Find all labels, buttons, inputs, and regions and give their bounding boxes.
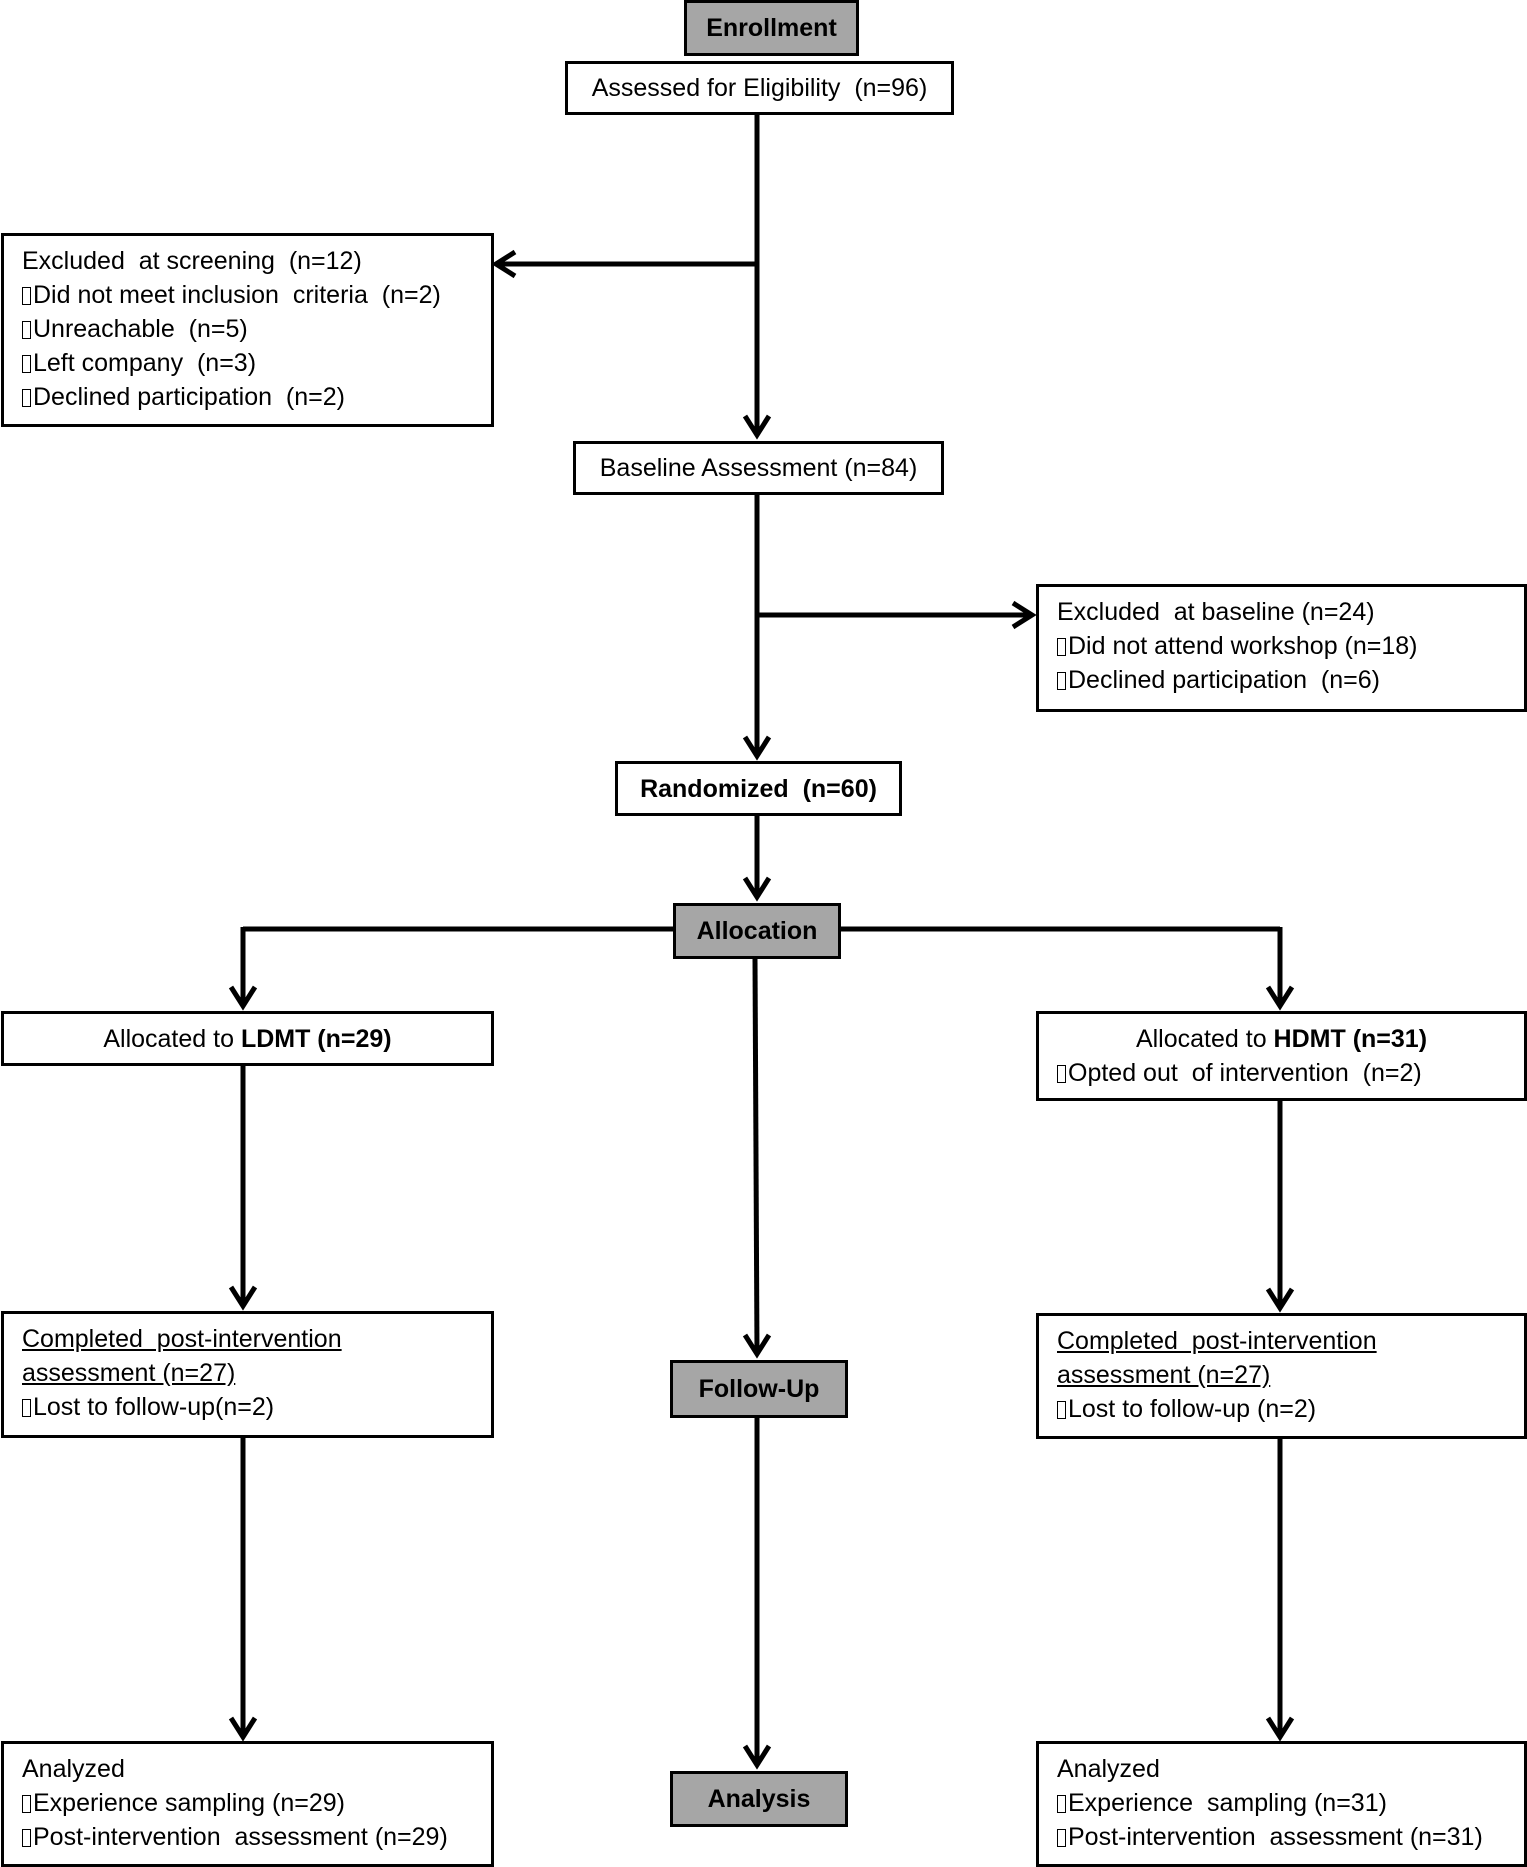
ldmt-allocation-box: Allocated to LDMT (n=29) — [1, 1011, 494, 1066]
ldmt-analyzed-box: Analyzed Experience sampling (n=29) Post… — [1, 1741, 494, 1867]
bullet-icon — [22, 321, 31, 339]
stage-follow-up: Follow-Up — [670, 1360, 848, 1418]
bullet-icon — [1057, 1795, 1066, 1813]
baseline-box: Baseline Assessment (n=84) — [573, 441, 944, 495]
stage-enrollment-label: Enrollment — [706, 14, 837, 42]
ldmt-analyzed-title: Analyzed — [22, 1755, 125, 1783]
bullet-icon — [22, 1795, 31, 1813]
arrowhead-excluded-baseline — [1011, 600, 1037, 630]
ldmt-completed-box: Completed post-intervention assessment (… — [1, 1311, 494, 1438]
hdmt-lost: Lost to follow-up (n=2) — [1057, 1392, 1524, 1426]
ldmt-analyzed-item: Experience sampling (n=29) — [22, 1786, 491, 1820]
arrowhead-ldmt — [228, 985, 258, 1011]
hdmt-completed-title: Completed post-intervention — [1057, 1327, 1377, 1355]
hdmt-analyzed-item: Experience sampling (n=31) — [1057, 1786, 1524, 1820]
hdmt-allocation-box: Allocated to HDMT (n=31) Opted out of in… — [1036, 1011, 1527, 1101]
bullet-icon — [1057, 638, 1066, 656]
excluded-baseline-title: Excluded at baseline (n=24) — [1057, 598, 1375, 626]
arrowhead-randomized — [742, 735, 772, 761]
arrowhead-baseline — [742, 414, 772, 440]
stage-allocation: Allocation — [673, 903, 841, 959]
excluded-screening-item: Left company (n=3) — [22, 346, 491, 380]
excluded-screening-item: Did not meet inclusion criteria (n=2) — [22, 278, 491, 312]
hdmt-analyzed-box: Analyzed Experience sampling (n=31) Post… — [1036, 1741, 1527, 1867]
hdmt-analyzed-item: Post-intervention assessment (n=31) — [1057, 1820, 1524, 1854]
hdmt-completed-title-2: assessment (n=27) — [1057, 1361, 1271, 1389]
stage-enrollment: Enrollment — [684, 0, 859, 56]
bullet-icon — [1057, 672, 1066, 690]
arrowhead-excluded-screening — [491, 249, 517, 279]
bullet-icon — [22, 1399, 31, 1417]
bullet-icon — [1057, 1829, 1066, 1847]
assessed-box: Assessed for Eligibility (n=96) — [565, 61, 954, 115]
bullet-icon — [22, 389, 31, 407]
assessed-text: Assessed for Eligibility (n=96) — [591, 74, 928, 102]
connector-allocation-followup — [752, 958, 760, 1355]
arrowhead-ldmt-completed — [228, 1285, 258, 1311]
excluded-screening-item: Declined participation (n=2) — [22, 380, 491, 414]
excluded-screening-box: Excluded at screening (n=12) Did not mee… — [1, 233, 494, 427]
hdmt-completed-box: Completed post-intervention assessment (… — [1036, 1313, 1527, 1439]
arrowhead-hdmt — [1265, 985, 1295, 1011]
excluded-baseline-item: Declined participation (n=6) — [1057, 663, 1524, 697]
bullet-icon — [1057, 1401, 1066, 1419]
ldmt-lost: Lost to follow-up(n=2) — [22, 1390, 491, 1424]
ldmt-completed-title-2: assessment (n=27) — [22, 1359, 236, 1387]
ldmt-allocation-text: Allocated to LDMT (n=29) — [103, 1024, 392, 1053]
excluded-baseline-item: Did not attend workshop (n=18) — [1057, 629, 1524, 663]
bullet-icon — [22, 355, 31, 373]
arrowhead-allocation — [742, 876, 772, 902]
arrowhead-analysis — [742, 1744, 772, 1770]
stage-follow-up-label: Follow-Up — [698, 1375, 820, 1403]
excluded-screening-item: Unreachable (n=5) — [22, 312, 491, 346]
arrowhead-hdmt-completed — [1265, 1287, 1295, 1313]
arrowhead-followup — [742, 1333, 772, 1359]
excluded-screening-title: Excluded at screening (n=12) — [22, 247, 362, 275]
ldmt-completed-title: Completed post-intervention — [22, 1325, 342, 1353]
stage-analysis-label: Analysis — [707, 1785, 811, 1813]
baseline-text: Baseline Assessment (n=84) — [599, 454, 918, 482]
hdmt-allocation-text: Allocated to HDMT (n=31) — [1135, 1025, 1428, 1053]
stage-allocation-label: Allocation — [696, 917, 818, 945]
excluded-baseline-box: Excluded at baseline (n=24) Did not atte… — [1036, 584, 1527, 712]
ldmt-analyzed-item: Post-intervention assessment (n=29) — [22, 1820, 491, 1854]
arrowhead-ldmt-analyzed — [228, 1716, 258, 1742]
randomized-box: Randomized (n=60) — [615, 761, 902, 816]
bullet-icon — [22, 1829, 31, 1847]
bullet-icon — [22, 287, 31, 305]
arrowhead-hdmt-analyzed — [1265, 1716, 1295, 1742]
stage-analysis: Analysis — [670, 1771, 848, 1827]
hdmt-opted-out: Opted out of intervention (n=2) — [1057, 1056, 1524, 1090]
randomized-text: Randomized (n=60) — [640, 774, 877, 803]
bullet-icon — [1057, 1065, 1066, 1083]
hdmt-analyzed-title: Analyzed — [1057, 1755, 1160, 1783]
